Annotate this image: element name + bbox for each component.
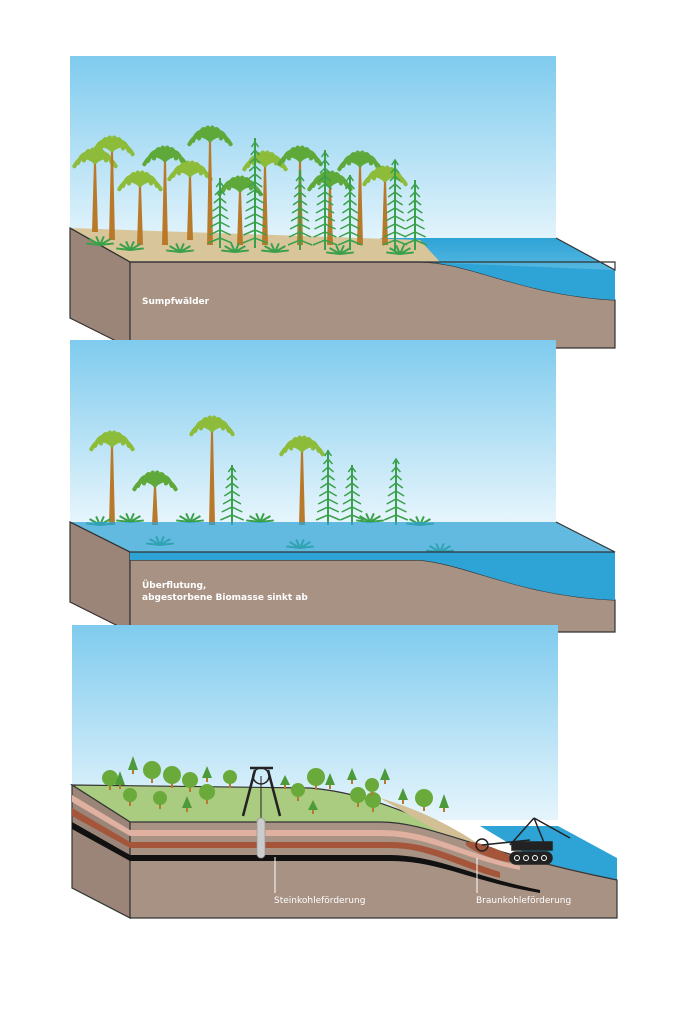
deciduous-tree: [143, 761, 161, 783]
deciduous-tree: [182, 772, 198, 792]
deciduous-tree: [199, 784, 215, 804]
horsetail-plant: [337, 174, 363, 250]
horsetail-plant: [312, 150, 338, 250]
deciduous-tree: [163, 766, 181, 788]
conifer-tree: [115, 771, 125, 789]
tree-fern: [337, 150, 383, 245]
tree-fern: [307, 170, 353, 245]
deciduous-tree: [365, 792, 381, 812]
panel-coal-mining: Steinkohleförderung Braunkohleförderung: [69, 625, 618, 919]
horsetail-plant: [315, 449, 341, 525]
mine-headframe: [241, 766, 282, 820]
tree-fern: [117, 170, 163, 245]
conifer-tree: [182, 796, 192, 812]
horsetail-plant: [383, 457, 409, 525]
fern-shrub: [356, 512, 384, 523]
hard-coal-seam: [72, 822, 540, 893]
panel-flooding: Überflutung, abgestorbene Biomasse sinkt…: [69, 340, 616, 633]
sky: [70, 56, 556, 246]
conifer-tree: [202, 766, 212, 782]
tree-fern: [89, 135, 135, 240]
mine-shaft: [256, 817, 266, 859]
tree-fern: [279, 435, 325, 525]
tree-fern: [132, 470, 178, 525]
fern-shrub: [246, 512, 274, 523]
fern-shrub: [116, 240, 144, 251]
fern-shrub: [166, 242, 194, 253]
horsetail-plant: [207, 178, 233, 248]
fern-shrub: [326, 244, 354, 255]
fern-shrub: [261, 242, 289, 253]
conifer-tree: [325, 773, 335, 789]
bucket-wheel-excavator: [475, 817, 571, 865]
conifer-tree: [380, 768, 390, 784]
label-lignite-mining: Braunkohleförderung: [476, 896, 571, 906]
panel-label-swamp-forests: Sumpfwälder: [142, 297, 210, 307]
fern-shrub: [386, 244, 414, 255]
deciduous-tree: [415, 789, 433, 811]
water-front: [420, 262, 615, 300]
conifer-tree: [347, 768, 357, 784]
rock-layer-pink: [72, 795, 520, 870]
panel-label-flooding: Überflutung,: [142, 580, 206, 591]
water-front: [130, 552, 615, 600]
lignite-seam: [72, 808, 500, 878]
deciduous-tree: [365, 778, 379, 796]
horsetail-plant: [340, 465, 364, 525]
swamp-forest-plants: [72, 125, 428, 255]
sky: [70, 340, 556, 522]
modern-forest-trees: [102, 756, 449, 814]
conifer-tree: [398, 788, 408, 804]
deciduous-tree: [223, 770, 237, 788]
horsetail-plant: [382, 158, 408, 250]
panel-label-biomass-sinks: abgestorbene Biomasse sinkt ab: [142, 593, 308, 603]
deciduous-tree: [350, 787, 366, 807]
fern-shrub: [176, 512, 204, 523]
conifer-tree: [308, 800, 318, 814]
deciduous-tree: [307, 768, 325, 790]
tree-fern: [89, 430, 135, 525]
label-hard-coal-mining: Steinkohleförderung: [274, 896, 365, 906]
conifer-tree: [439, 794, 449, 812]
tree-fern: [242, 150, 288, 245]
conifer-tree: [128, 756, 138, 774]
lignite-pit: [465, 841, 515, 863]
deciduous-tree: [153, 791, 167, 809]
tree-fern: [72, 147, 118, 232]
horsetail-plant: [287, 170, 313, 250]
deciduous-tree: [102, 770, 118, 790]
horsetail-plant: [242, 138, 268, 248]
deciduous-tree: [291, 783, 305, 801]
fern-shrub: [86, 235, 114, 246]
fern-shrub: [221, 242, 249, 253]
deciduous-tree: [123, 788, 137, 806]
fern-shrub: [116, 512, 144, 523]
water-top: [70, 522, 615, 552]
conifer-tree: [280, 775, 290, 789]
horsetail-plant: [402, 180, 428, 250]
tree-fern: [189, 415, 235, 525]
tree-fern: [142, 145, 188, 245]
panel-swamp-forest: Sumpfwälder: [69, 56, 616, 349]
horsetail-plant: [220, 465, 244, 525]
